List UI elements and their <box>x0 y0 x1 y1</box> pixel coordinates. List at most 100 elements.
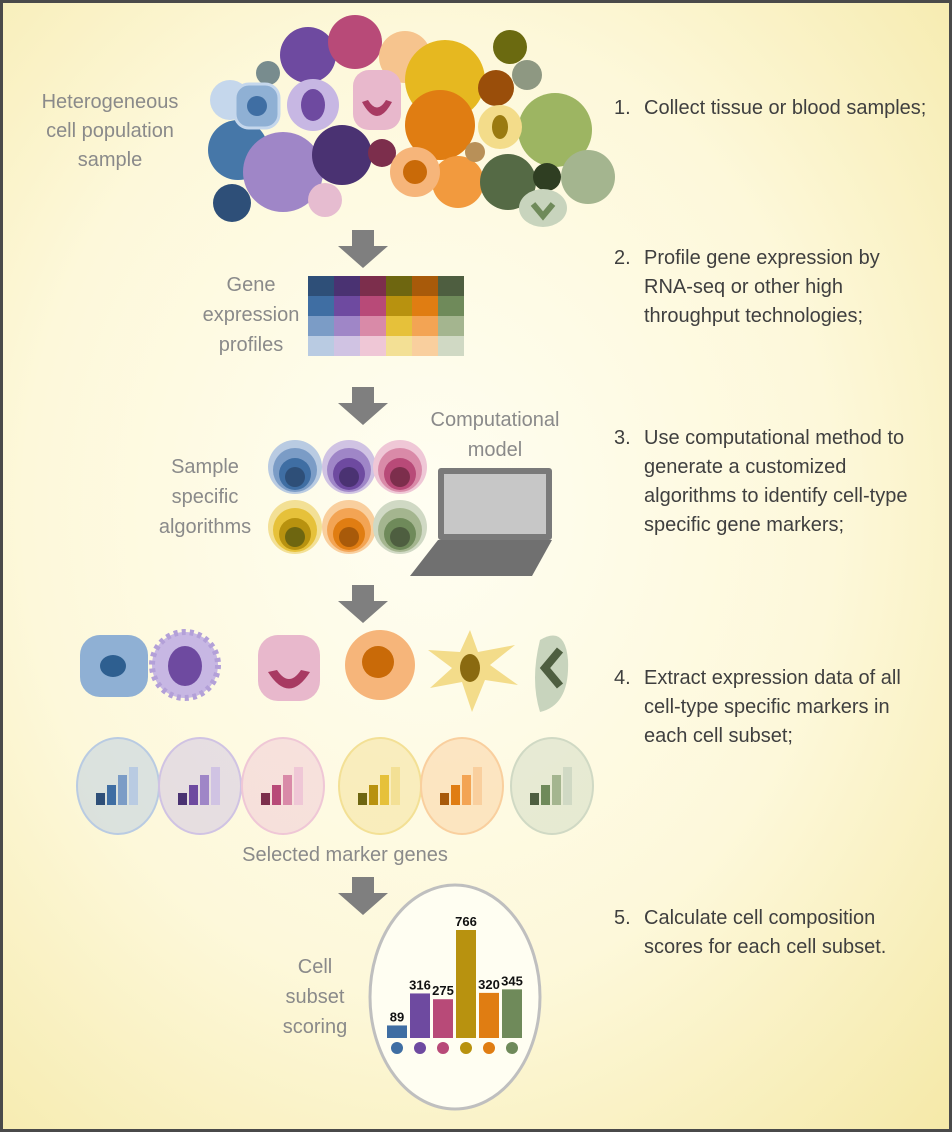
cell-blob <box>256 61 280 85</box>
step-2: 2. Profile gene expression by RNA-seq or … <box>614 244 934 331</box>
matrix-cell <box>438 296 464 316</box>
matrix-cell <box>334 316 360 336</box>
score-bar <box>433 999 453 1038</box>
step-number: 5. <box>614 907 631 929</box>
matrix-cell <box>334 276 360 296</box>
step-3: 3.Use computational method to generate a… <box>614 424 934 540</box>
laptop-screen <box>444 474 546 534</box>
matrix-cell <box>438 316 464 336</box>
cell-nucleus <box>301 89 325 121</box>
down-arrow-icon <box>338 387 388 425</box>
matrix-cell <box>308 336 334 356</box>
cell-blob <box>493 30 527 64</box>
matrix-cell <box>386 276 412 296</box>
cell-nucleus <box>539 647 564 689</box>
marker-bar <box>129 767 138 805</box>
algorithm-ring <box>339 467 359 487</box>
label-scoring: Cell subset scoring <box>282 956 348 1038</box>
marker-bar <box>283 775 292 805</box>
score-dot <box>460 1042 472 1054</box>
score-label: 89 <box>390 1009 404 1024</box>
matrix-cell <box>360 336 386 356</box>
label-algorithms: Sample specific algorithms <box>158 456 252 538</box>
marker-bar <box>96 793 105 805</box>
cell-blob <box>213 184 251 222</box>
cell-nucleus <box>403 160 427 184</box>
matrix-cell <box>386 296 412 316</box>
step-text: Calculate cell composition scores for ea… <box>644 907 887 958</box>
down-arrow-icon <box>338 230 388 268</box>
marker-bar <box>391 767 400 805</box>
step-text: Use computational method to generate a c… <box>644 427 908 536</box>
cell-blob <box>308 183 342 217</box>
matrix-cell <box>360 276 386 296</box>
matrix-cell <box>308 276 334 296</box>
marker-bar <box>563 767 572 805</box>
cell-blob <box>512 60 542 90</box>
label-model: Computational model <box>430 409 560 461</box>
label-markers: Selected marker genes <box>242 844 448 866</box>
cell-nucleus <box>100 655 126 677</box>
marker-bar <box>294 767 303 805</box>
step-text: Profile gene expression by RNA-seq or ot… <box>644 247 880 327</box>
cell-blob <box>518 93 592 167</box>
matrix-cell <box>386 316 412 336</box>
cell-blob <box>405 90 475 160</box>
marker-bar <box>118 775 127 805</box>
matrix-cell <box>308 316 334 336</box>
marker-bar <box>189 785 198 805</box>
marker-bar <box>541 785 550 805</box>
step-text: Collect tissue or blood samples; <box>644 97 927 119</box>
score-label: 275 <box>432 983 454 998</box>
matrix-cell <box>386 336 412 356</box>
step-number: 4. <box>614 667 631 689</box>
green-cell <box>519 189 567 227</box>
marker-bar <box>261 793 270 805</box>
score-bar <box>456 930 476 1038</box>
cell-blob <box>368 139 396 167</box>
matrix-cell <box>308 296 334 316</box>
cell-blob <box>533 163 561 191</box>
pink-cell <box>258 635 320 701</box>
step-4: 4.Extract expression data of all cell-ty… <box>614 664 934 751</box>
cell-blob <box>478 70 514 106</box>
down-arrow-icon <box>338 877 388 915</box>
score-bar <box>387 1025 407 1038</box>
cell-nucleus <box>492 115 508 139</box>
matrix-cell <box>412 336 438 356</box>
score-bar <box>479 992 499 1038</box>
cell-nucleus <box>247 96 267 116</box>
matrix-cell <box>334 296 360 316</box>
score-label: 320 <box>478 977 500 992</box>
matrix-cell <box>412 276 438 296</box>
marker-bar <box>530 793 539 805</box>
scoring-circle <box>368 883 542 1111</box>
score-dot <box>414 1042 426 1054</box>
matrix-cell <box>360 296 386 316</box>
matrix-cell <box>438 336 464 356</box>
score-dot <box>391 1042 403 1054</box>
label-sample: Heterogeneous cell population sample <box>41 91 179 171</box>
score-bar <box>410 993 430 1038</box>
marker-bar <box>272 785 281 805</box>
marker-bar <box>451 785 460 805</box>
algorithm-ring <box>339 527 359 547</box>
marker-bar <box>211 767 220 805</box>
cell-blob <box>561 150 615 204</box>
cell-nucleus <box>460 654 480 682</box>
matrix-cell <box>360 316 386 336</box>
step-number: 2. <box>614 247 631 269</box>
cell-blob <box>328 15 382 69</box>
cell-blob <box>243 132 323 212</box>
cell-nucleus <box>362 100 392 116</box>
cell-nucleus <box>362 646 394 678</box>
score-dot <box>506 1042 518 1054</box>
marker-bar <box>358 793 367 805</box>
score-dot <box>437 1042 449 1054</box>
matrix-cell <box>412 296 438 316</box>
algorithm-ring <box>390 527 410 547</box>
cell-blob <box>312 125 372 185</box>
score-dot <box>483 1042 495 1054</box>
score-label: 345 <box>501 973 523 988</box>
